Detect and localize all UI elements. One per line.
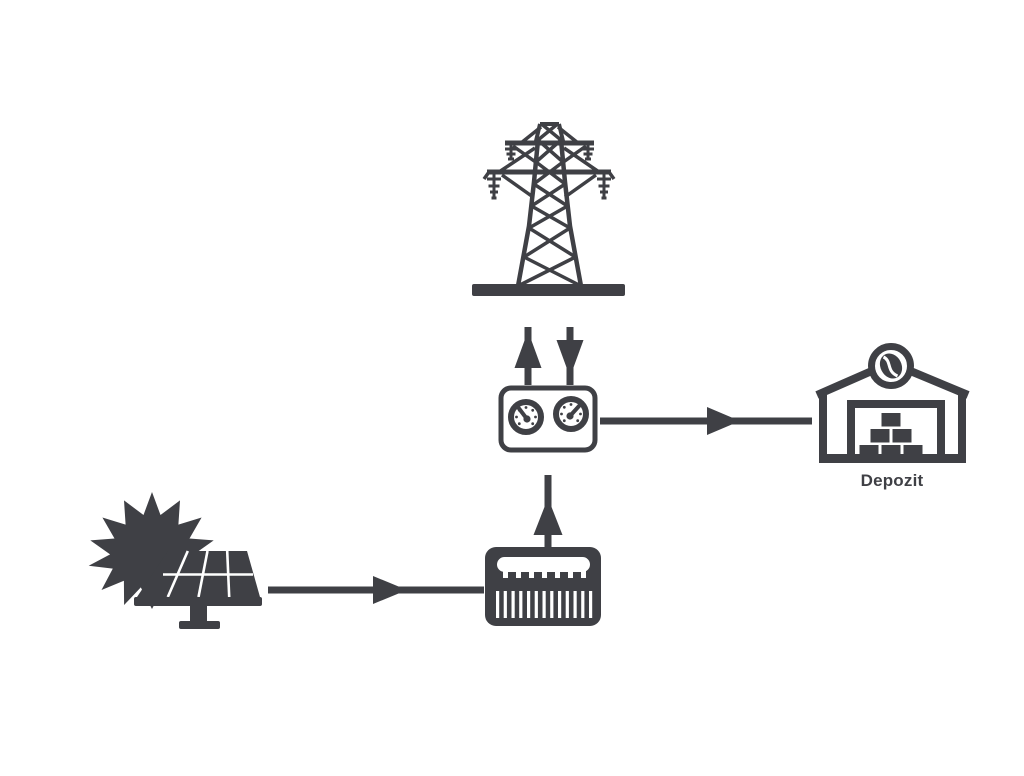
inverter-icon: [485, 547, 601, 626]
grid-exchange-arrows: [514, 327, 584, 385]
tower-ground-bar: [472, 284, 625, 296]
solar-to-inverter-arrow: [268, 576, 484, 604]
inverter-to-meter-arrow: [533, 475, 563, 548]
bean-badge-circle: [868, 343, 914, 389]
warehouse-door-frame: [847, 400, 945, 458]
warehouse-icon: Depozit: [815, 343, 970, 490]
meter-right-needle: [568, 403, 582, 418]
export-up-arrow: [514, 327, 542, 385]
transmission-tower-icon: [472, 122, 625, 296]
meter-right-dial: [553, 396, 589, 432]
solar-panel-base: [134, 597, 262, 606]
meter-left-needle: [517, 406, 529, 421]
warehouse-crates: [859, 413, 923, 457]
solar-panel-stem: [190, 606, 207, 622]
inverter-slot-tabs: [503, 570, 586, 578]
tower-lower-crossarm: [482, 146, 616, 200]
inverter-slot: [497, 557, 590, 572]
bean-icon: [879, 353, 903, 379]
warehouse-roof: [815, 366, 970, 399]
warehouse-label: Depozit: [861, 471, 924, 490]
solar-panel-foot: [179, 621, 220, 629]
tower-lattice: [517, 122, 582, 288]
inverter-vents: [496, 591, 593, 618]
solar-panel-sun-icon: [88, 492, 262, 629]
energy-meter-icon: [498, 385, 598, 453]
solar-panel-grid: [163, 550, 253, 598]
import-down-arrow: [556, 327, 584, 385]
meter-left-dial: [508, 399, 544, 435]
meter-to-warehouse-arrow: [600, 407, 812, 435]
